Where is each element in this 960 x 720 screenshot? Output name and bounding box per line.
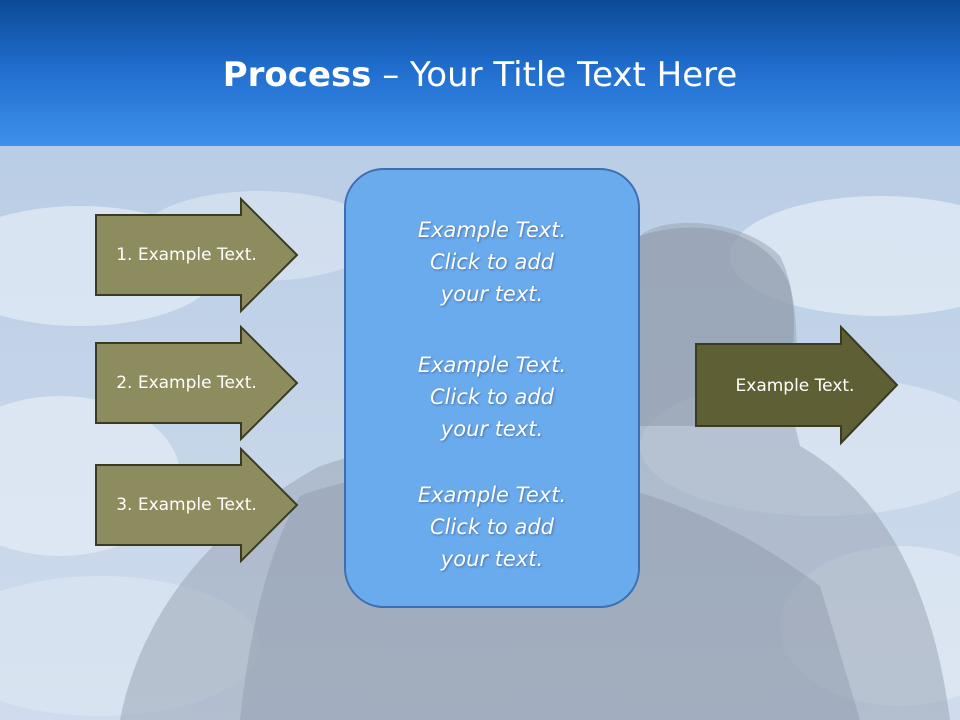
center-text-line: Example Text. — [417, 483, 567, 507]
input-arrow-label: 3. Example Text. — [116, 495, 257, 515]
title-rest-part: – Your Title Text Here — [371, 55, 738, 95]
center-text-block-1[interactable]: Example Text. Click to add your text. — [346, 214, 638, 310]
title-bar: Process – Your Title Text Here — [0, 0, 960, 146]
center-text-line: Click to add — [429, 515, 554, 539]
center-text-line: Example Text. — [417, 218, 567, 242]
center-text-line: your text. — [440, 282, 544, 306]
center-text-line: Click to add — [429, 250, 554, 274]
input-arrow-1[interactable]: 1. Example Text. — [95, 196, 300, 314]
input-arrow-label: 1. Example Text. — [116, 245, 257, 265]
center-text-block-2[interactable]: Example Text. Click to add your text. — [346, 349, 638, 445]
title-bold-part: Process — [222, 55, 372, 95]
center-text-line: Click to add — [429, 385, 554, 409]
right-arrow-icon — [95, 196, 299, 314]
input-arrow-3[interactable]: 3. Example Text. — [95, 446, 300, 564]
input-arrow-label: 2. Example Text. — [116, 373, 257, 393]
output-arrow-label: Example Text. — [735, 376, 855, 396]
right-arrow-icon — [95, 324, 299, 442]
center-text-line: your text. — [440, 547, 544, 571]
center-process-box[interactable]: Example Text. Click to add your text. Ex… — [344, 168, 640, 608]
center-text-block-3[interactable]: Example Text. Click to add your text. — [346, 479, 638, 575]
output-arrow[interactable]: Example Text. — [695, 324, 900, 446]
right-arrow-icon — [95, 446, 299, 564]
slide-title[interactable]: Process – Your Title Text Here — [0, 52, 960, 98]
input-arrow-2[interactable]: 2. Example Text. — [95, 324, 300, 442]
center-text-line: your text. — [440, 417, 544, 441]
center-text-line: Example Text. — [417, 353, 567, 377]
right-arrow-icon — [695, 324, 899, 446]
